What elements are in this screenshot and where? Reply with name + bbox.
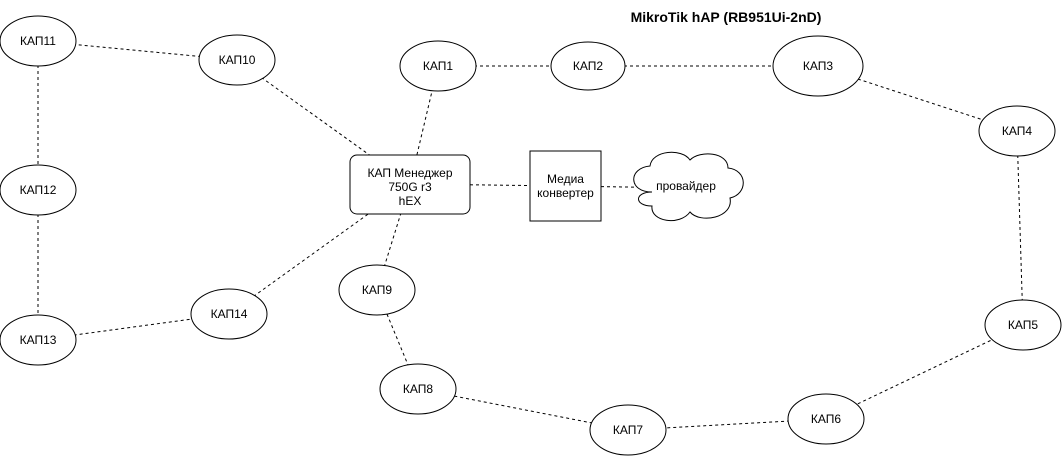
diagram-title: MikroTik hAP (RB951Ui-2nD): [631, 9, 822, 25]
provider-label: провайдер: [656, 179, 716, 193]
ap-node-kap7[interactable]: КАП7: [589, 404, 667, 456]
ap-node-kap5[interactable]: КАП5: [984, 299, 1062, 351]
manager-line-3: hEX: [399, 194, 422, 208]
ap-node-kap1[interactable]: КАП1: [399, 40, 477, 92]
ap-label: КАП8: [403, 382, 433, 396]
ap-label: КАП9: [362, 283, 392, 297]
ap-node-kap2[interactable]: КАП2: [550, 41, 626, 91]
ap-label: КАП10: [219, 53, 256, 67]
ap-label: КАП13: [20, 333, 57, 347]
provider-cloud[interactable]: провайдер: [633, 151, 744, 221]
ap-node-kap4[interactable]: КАП4: [978, 105, 1056, 157]
ap-label: КАП1: [423, 59, 453, 73]
ap-label: КАП11: [20, 34, 56, 48]
nodes-layer: MikroTik hAP (RB951Ui-2nD) КАП Менеджер …: [0, 9, 1062, 456]
ap-label: КАП7: [613, 423, 643, 437]
ap-label: КАП12: [20, 183, 57, 197]
ap-node-kap13[interactable]: КАП13: [0, 314, 77, 366]
ap-label: КАП4: [1002, 124, 1032, 138]
edge-kap14-manager: [228, 183, 411, 315]
edge-kap4-kap5: [1016, 130, 1024, 326]
ap-label: КАП3: [803, 59, 833, 73]
ap-label: КАП5: [1008, 318, 1038, 332]
manager-box[interactable]: КАП Менеджер 750G r3 hEX: [349, 154, 471, 215]
ap-node-kap14[interactable]: КАП14: [190, 288, 268, 340]
edges-layer: [37, 40, 1024, 431]
ap-node-kap3[interactable]: КАП3: [772, 35, 864, 97]
ap-node-kap10[interactable]: КАП10: [198, 34, 276, 86]
converter-line-2: конвертер: [537, 186, 594, 200]
ap-node-kap11[interactable]: КАП11: [0, 15, 77, 67]
ap-label: КАП6: [811, 412, 841, 426]
ap-node-kap9[interactable]: КАП9: [338, 264, 416, 316]
edge-kap5-kap6: [825, 324, 1024, 420]
media-converter-box[interactable]: Медиа конвертер: [529, 150, 602, 222]
ap-node-kap8[interactable]: КАП8: [379, 363, 457, 415]
ap-node-kap12[interactable]: КАП12: [0, 164, 77, 216]
ap-label: КАП14: [211, 307, 248, 321]
converter-line-1: Медиа: [547, 172, 584, 186]
ap-label: КАП2: [573, 59, 603, 73]
ap-node-kap6[interactable]: КАП6: [787, 393, 865, 445]
manager-line-1: КАП Менеджер: [367, 166, 452, 180]
cloud-icon: [633, 151, 744, 221]
manager-line-2: 750G r3: [388, 180, 432, 194]
